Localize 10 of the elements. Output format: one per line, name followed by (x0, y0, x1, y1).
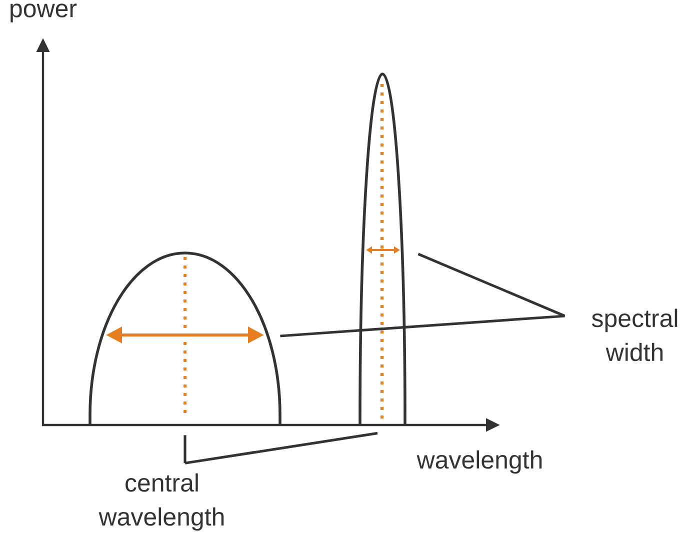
leader-line (184, 435, 186, 464)
axis-label: wavelength (416, 450, 542, 474)
callout-text: central wavelength (98, 473, 224, 531)
axis-label: power (10, 4, 77, 22)
spectrum-curve (358, 72, 406, 425)
callout-text: spectral width (592, 308, 678, 362)
leader-line (280, 314, 565, 338)
spectrum-curve (88, 252, 282, 425)
leader-line (184, 432, 378, 464)
leader-line (418, 252, 566, 318)
